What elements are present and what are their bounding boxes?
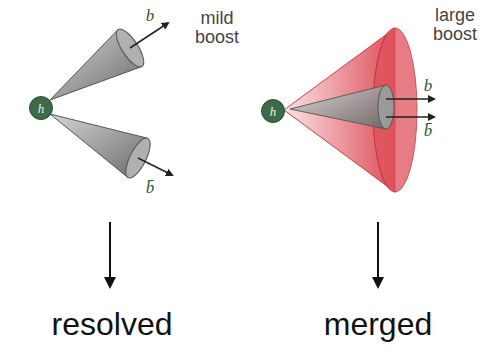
- particle-symbol: h: [38, 102, 45, 115]
- boost-note: large boost: [429, 6, 481, 44]
- boost-note: mild boost: [191, 9, 243, 47]
- b-arrow: [130, 23, 168, 48]
- down-arrow: [109, 222, 111, 286]
- jet-cone: [50, 114, 155, 181]
- quark-label: b̄: [146, 179, 155, 197]
- fat-jet-cone: [284, 28, 417, 192]
- bbar-arrow: [386, 116, 434, 118]
- quark-label: b: [146, 7, 155, 25]
- regime-name: merged: [324, 308, 433, 342]
- higgs-circle: h: [261, 99, 285, 123]
- down-arrow: [377, 222, 379, 286]
- particle-symbol: h: [270, 105, 277, 118]
- jet-cone: [50, 25, 149, 100]
- quark-label: b̄: [424, 122, 433, 140]
- jet-cone: [290, 85, 394, 129]
- b-arrow: [386, 98, 434, 100]
- quark-label: b: [424, 77, 433, 95]
- regime-name: resolved: [52, 308, 173, 342]
- bbar-arrow: [138, 158, 172, 175]
- higgs-circle: h: [29, 96, 53, 120]
